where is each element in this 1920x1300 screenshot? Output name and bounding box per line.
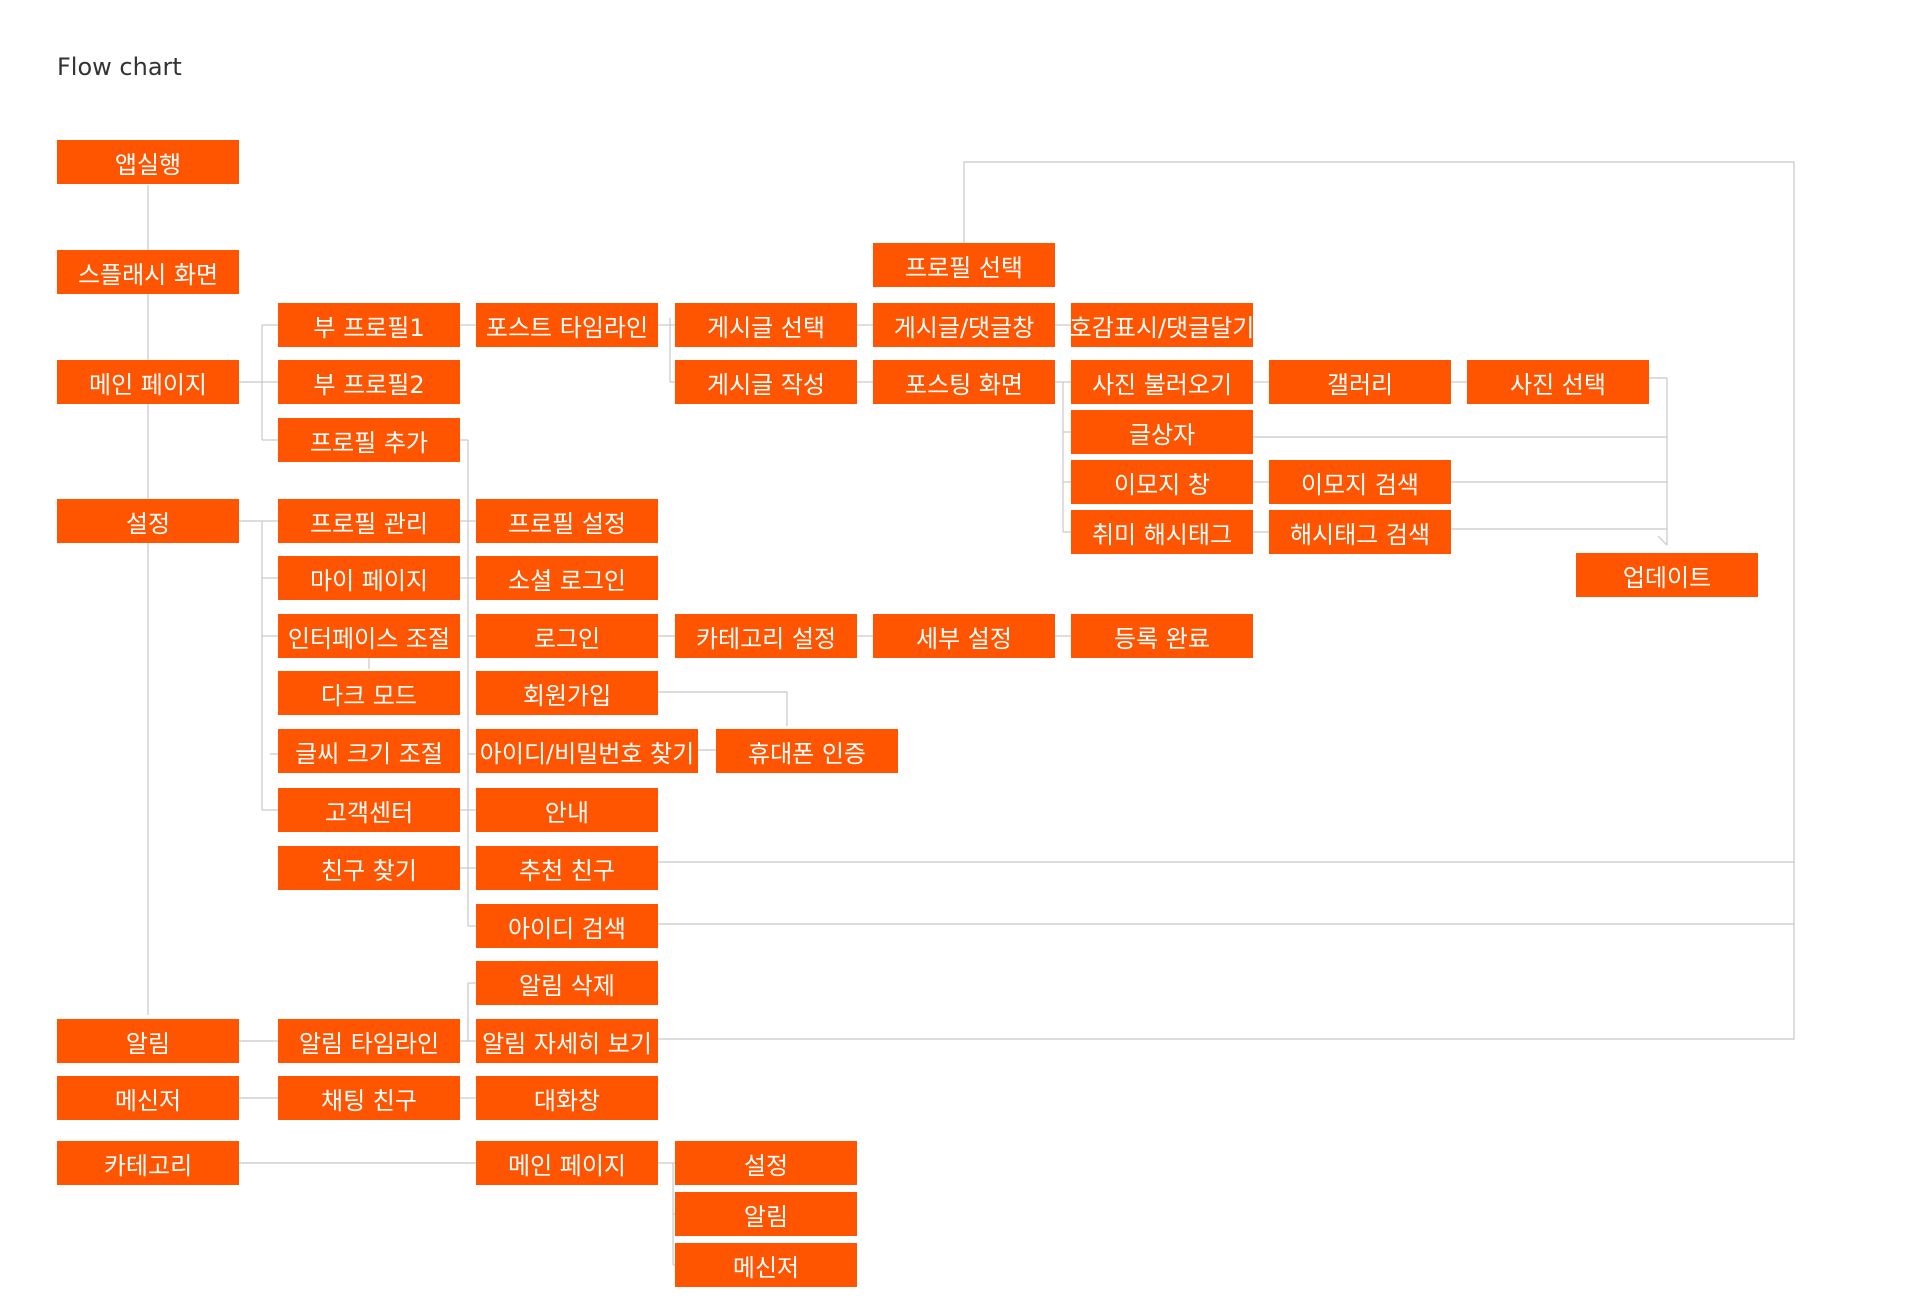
- node-category-settings: 카테고리 설정: [675, 614, 857, 658]
- node-cat-settings: 설정: [675, 1141, 857, 1185]
- node-load-photo: 사진 불러오기: [1071, 360, 1253, 404]
- node-font-size: 글씨 크기 조절: [278, 729, 460, 773]
- node-hashtag-search: 해시태그 검색: [1269, 510, 1451, 554]
- node-id-search: 아이디 검색: [476, 904, 658, 948]
- page-title: Flow chart: [57, 53, 182, 81]
- node-my-page: 마이 페이지: [278, 556, 460, 600]
- connector: [1657, 535, 1668, 546]
- node-cat-messenger: 메신저: [675, 1243, 857, 1287]
- node-recommended-friends: 추천 친구: [476, 846, 658, 890]
- node-sub-profile1: 부 프로필1: [278, 303, 460, 347]
- node-notif-timeline: 알림 타임라인: [278, 1019, 460, 1063]
- node-chat-friends: 채팅 친구: [278, 1076, 460, 1120]
- node-update: 업데이트: [1576, 553, 1758, 597]
- node-gallery: 갤러리: [1269, 360, 1451, 404]
- node-select-post: 게시글 선택: [675, 303, 857, 347]
- node-splash: 스플래시 화면: [57, 250, 239, 294]
- node-profile-settings: 프로필 설정: [476, 499, 658, 543]
- node-social-login: 소셜 로그인: [476, 556, 658, 600]
- node-category: 카테고리: [57, 1141, 239, 1185]
- node-main-page: 메인 페이지: [57, 360, 239, 404]
- connector: [658, 161, 1795, 1040]
- node-interface-adjust: 인터페이스 조절: [278, 614, 460, 658]
- node-emoji-window: 이모지 창: [1071, 460, 1253, 504]
- node-hobby-hashtag: 취미 해시태그: [1071, 510, 1253, 554]
- node-react-comment: 호감표시/댓글달기: [1070, 303, 1254, 347]
- node-post-timeline: 포스트 타임라인: [476, 303, 658, 347]
- node-text-box: 글상자: [1071, 410, 1253, 454]
- node-notif-detail: 알림 자세히 보기: [476, 1019, 658, 1063]
- node-detail-settings: 세부 설정: [873, 614, 1055, 658]
- node-messenger: 메신저: [57, 1076, 239, 1120]
- node-select-profile: 프로필 선택: [873, 243, 1055, 287]
- node-delete-notif: 알림 삭제: [476, 961, 658, 1005]
- node-customer-center: 고객센터: [278, 788, 460, 832]
- node-find-friends: 친구 찾기: [278, 846, 460, 890]
- node-post-comments: 게시글/댓글창: [873, 303, 1055, 347]
- node-cat-main-page: 메인 페이지: [476, 1141, 658, 1185]
- node-dark-mode: 다크 모드: [278, 671, 460, 715]
- connector: [658, 691, 788, 726]
- node-profile-manage: 프로필 관리: [278, 499, 460, 543]
- node-cat-notifications: 알림: [675, 1192, 857, 1236]
- node-app-launch: 앱실행: [57, 140, 239, 184]
- node-chat-window: 대화창: [476, 1076, 658, 1120]
- node-settings: 설정: [57, 499, 239, 543]
- node-guide: 안내: [476, 788, 658, 832]
- node-emoji-search: 이모지 검색: [1269, 460, 1451, 504]
- node-notifications: 알림: [57, 1019, 239, 1063]
- node-select-photo: 사진 선택: [1467, 360, 1649, 404]
- node-find-id-pw: 아이디/비밀번호 찾기: [476, 729, 698, 773]
- node-signup: 회원가입: [476, 671, 658, 715]
- node-login: 로그인: [476, 614, 658, 658]
- node-register-done: 등록 완료: [1071, 614, 1253, 658]
- node-sub-profile2: 부 프로필2: [278, 360, 460, 404]
- node-write-post: 게시글 작성: [675, 360, 857, 404]
- node-posting-screen: 포스팅 화면: [873, 360, 1055, 404]
- node-phone-verify: 휴대폰 인증: [716, 729, 898, 773]
- node-add-profile: 프로필 추가: [278, 418, 460, 462]
